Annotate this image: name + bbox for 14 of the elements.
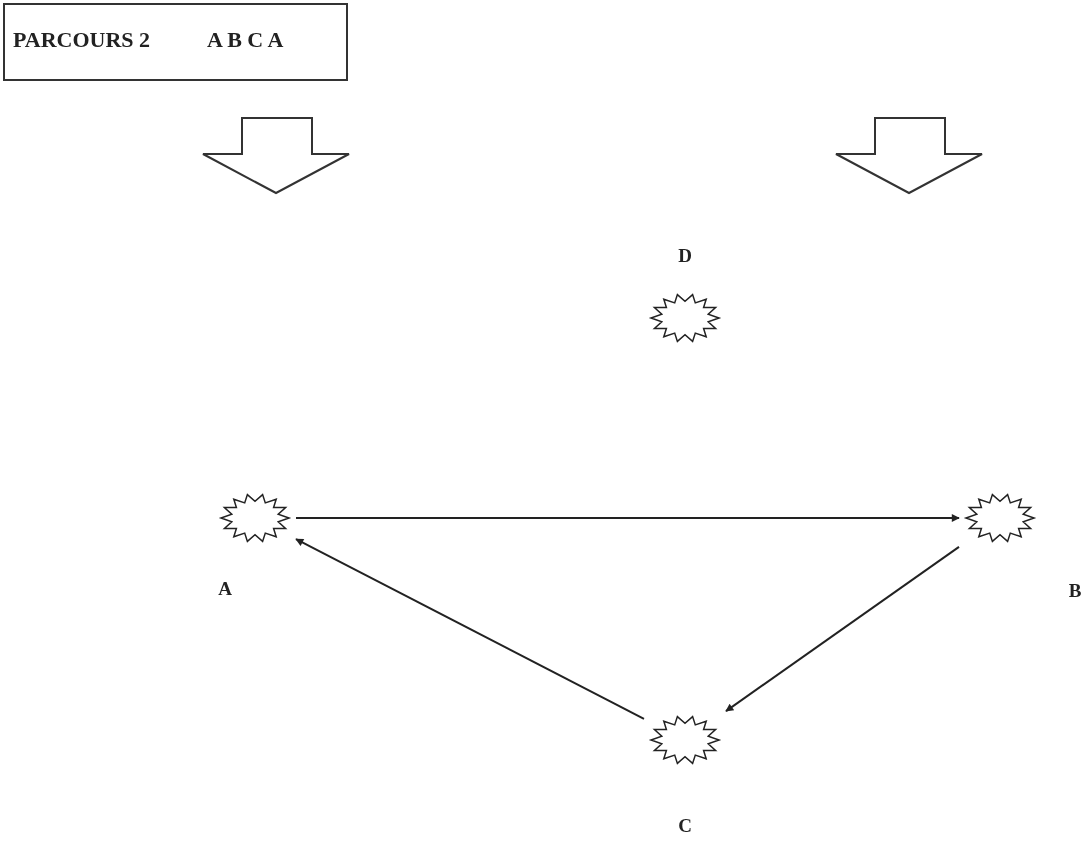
star-shape	[220, 493, 290, 543]
star-shape	[650, 715, 720, 765]
star-shape	[650, 293, 720, 343]
point-label: A	[218, 578, 232, 600]
title-text: PARCOURS 2	[13, 27, 151, 53]
arrow	[295, 538, 645, 720]
point-label: C	[678, 815, 692, 837]
point-label: B	[1068, 580, 1082, 602]
title-text: A B C A	[207, 27, 284, 53]
arrow	[725, 545, 960, 713]
star-shape	[965, 493, 1035, 543]
point-label: D	[678, 245, 692, 267]
arrow	[295, 514, 960, 522]
title-box	[3, 3, 348, 81]
